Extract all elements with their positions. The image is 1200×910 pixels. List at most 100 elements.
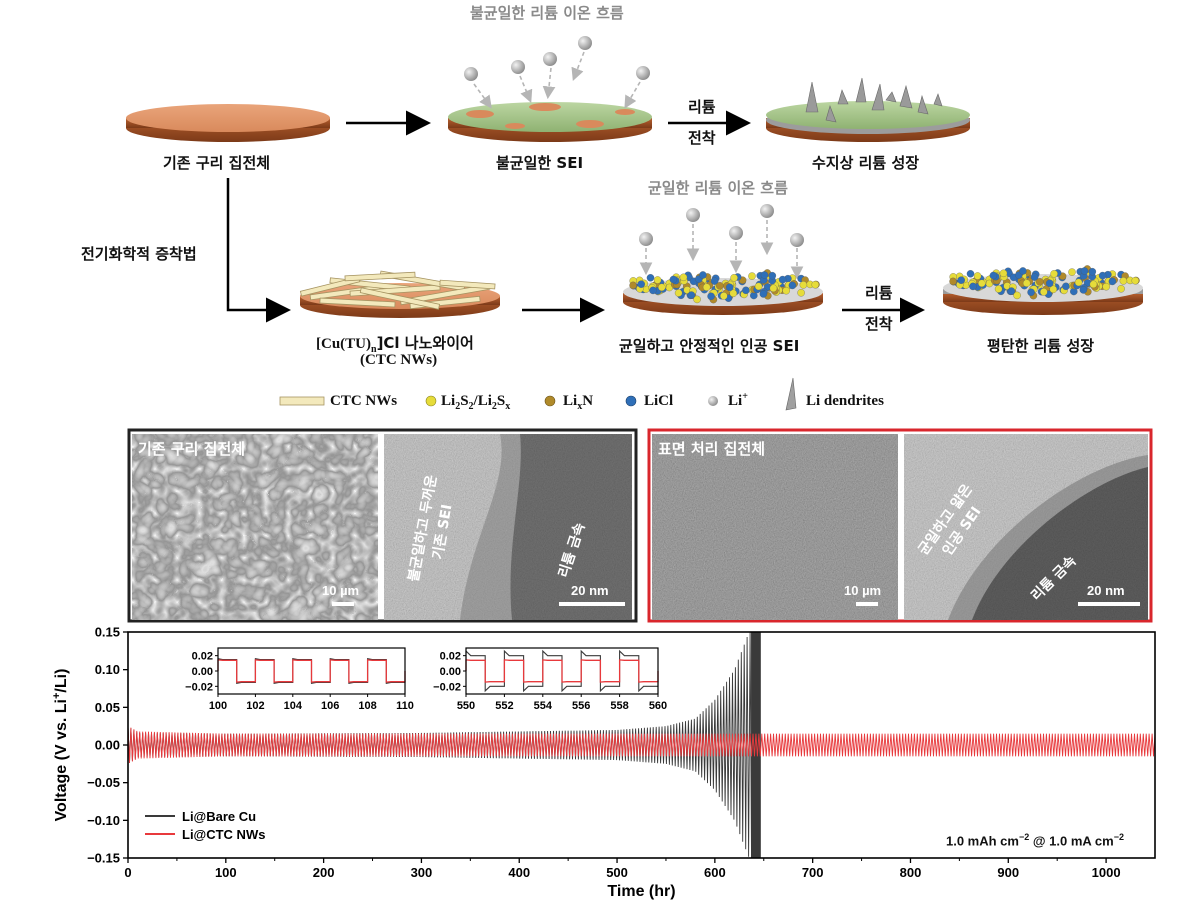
y-tick-label: 0.10 [95, 662, 120, 677]
x-axis-label: Time (hr) [607, 883, 675, 900]
sei-particle [754, 282, 763, 291]
sei-particle [649, 286, 657, 295]
inset-x-tick-label: 556 [572, 700, 590, 712]
right-tem-image [904, 434, 1148, 620]
sei-particle [1045, 279, 1054, 288]
inset-x-tick-label: 552 [495, 700, 513, 712]
sei-particle [1030, 273, 1039, 281]
series-ctc-nws [128, 726, 1155, 764]
left-tem-scale-bar [559, 602, 625, 606]
inset-x-tick-label: 102 [246, 700, 264, 712]
inset-x-tick-label: 558 [610, 700, 628, 712]
sei-particle [1098, 271, 1107, 280]
arrow-method [226, 178, 291, 323]
x-tick-label: 0 [124, 865, 131, 880]
sei-particle [1119, 277, 1128, 285]
legend-dendrites: Li dendrites [806, 393, 884, 409]
sei-particle [710, 277, 719, 285]
chart-frame [127, 631, 1156, 859]
sei-particle [782, 286, 790, 295]
flat-growth-label: 평탄한 리튬 성장 [987, 337, 1095, 355]
sei-particle [759, 290, 768, 298]
right-sem-image [652, 434, 898, 620]
sei-particle [725, 283, 734, 292]
sei-particle [687, 291, 696, 299]
inset-x-tick-label: 110 [396, 700, 414, 712]
sei-particle [1080, 267, 1089, 275]
sei-particle [629, 281, 637, 290]
legend-ctc: CTC NWs [330, 393, 398, 409]
right-sem-scale-bar [856, 602, 878, 606]
artificial-sei-disk [623, 269, 823, 315]
y-tick-label: 0.00 [95, 738, 120, 753]
bare-cu-label: 기존 구리 집전체 [163, 154, 271, 172]
sei-particle [669, 275, 678, 284]
nonuniform-sei-disk [448, 102, 652, 142]
x-tick-label: 100 [215, 865, 237, 880]
inset-x-tick-label: 104 [284, 700, 303, 712]
bare-cu-disk [126, 104, 330, 142]
sei-particle [748, 272, 756, 280]
sei-particle [799, 281, 808, 289]
ctc-label-line1: [Cu(TU)n]Cl 나노와이어 [316, 334, 474, 355]
sei-particle [693, 295, 701, 304]
sei-particle [811, 280, 820, 289]
sei-particle [989, 271, 998, 280]
sei-particle [778, 275, 787, 284]
ctc-nws-disk [299, 270, 500, 318]
x-tick-label: 600 [704, 865, 726, 880]
legend-icons [279, 377, 797, 411]
inset-x-tick-label: 100 [209, 700, 227, 712]
deposit-top-label-2: 전착 [688, 129, 716, 147]
sei-particle [788, 281, 797, 290]
sei-particle [978, 279, 986, 288]
sei-particle [1019, 267, 1027, 275]
inset-y-tick-label: 0.02 [192, 651, 213, 663]
y-tick-label: 0.05 [95, 700, 120, 715]
sei-particle [716, 282, 724, 290]
inset-y-tick-label: 0.02 [440, 651, 461, 663]
sei-particle [973, 272, 982, 280]
sei-particle [1050, 270, 1058, 278]
sei-particle [1007, 287, 1016, 295]
right-panel-title: 표면 처리 집전체 [658, 440, 766, 458]
legend-label: Li@CTC NWs [182, 827, 265, 842]
sei-particle [1074, 278, 1083, 287]
nonuniform-sei-label: 불균일한 SEI [496, 154, 584, 172]
sei-particle [1117, 285, 1125, 293]
sei-particle [760, 271, 769, 279]
right-sem-scale-label: 10 µm [844, 583, 882, 598]
sei-particle [674, 289, 683, 297]
sei-particle [637, 280, 645, 288]
sei-particle [969, 282, 977, 291]
sei-particle [1027, 288, 1035, 297]
y-tick-label: −0.10 [87, 813, 120, 828]
sei-particle [1088, 267, 1097, 276]
dendrite-disk [766, 77, 970, 142]
sei-particle [1079, 286, 1088, 294]
sei-particle [653, 276, 662, 284]
method-label: 전기화학적 증착법 [81, 245, 197, 263]
x-tick-label: 200 [313, 865, 335, 880]
left-tem-image [384, 434, 632, 620]
legend-label: Li@Bare Cu [182, 809, 256, 824]
artificial-sei-label: 균일하고 안정적인 인공 SEI [619, 337, 800, 355]
left-sem-image [132, 434, 378, 620]
sei-particle [1108, 277, 1117, 286]
sei-particle [966, 270, 975, 278]
left-panel-title: 기존 구리 집전체 [138, 440, 246, 458]
series-bare-cu-short [751, 632, 761, 858]
sei-particle [1089, 280, 1098, 289]
sei-particle [707, 292, 715, 301]
sei-particle [720, 292, 728, 300]
deposit-bot-label-2: 전착 [865, 315, 893, 333]
sei-particle [658, 283, 666, 292]
x-tick-label: 500 [606, 865, 628, 880]
inset-x-tick-label: 554 [534, 700, 553, 712]
inset-y-tick-label: 0.00 [440, 666, 461, 678]
legend-liplus: Li+ [728, 391, 748, 409]
chart-annotation: 1.0 mAh cm−2 @ 1.0 mA cm−2 [946, 832, 1124, 849]
